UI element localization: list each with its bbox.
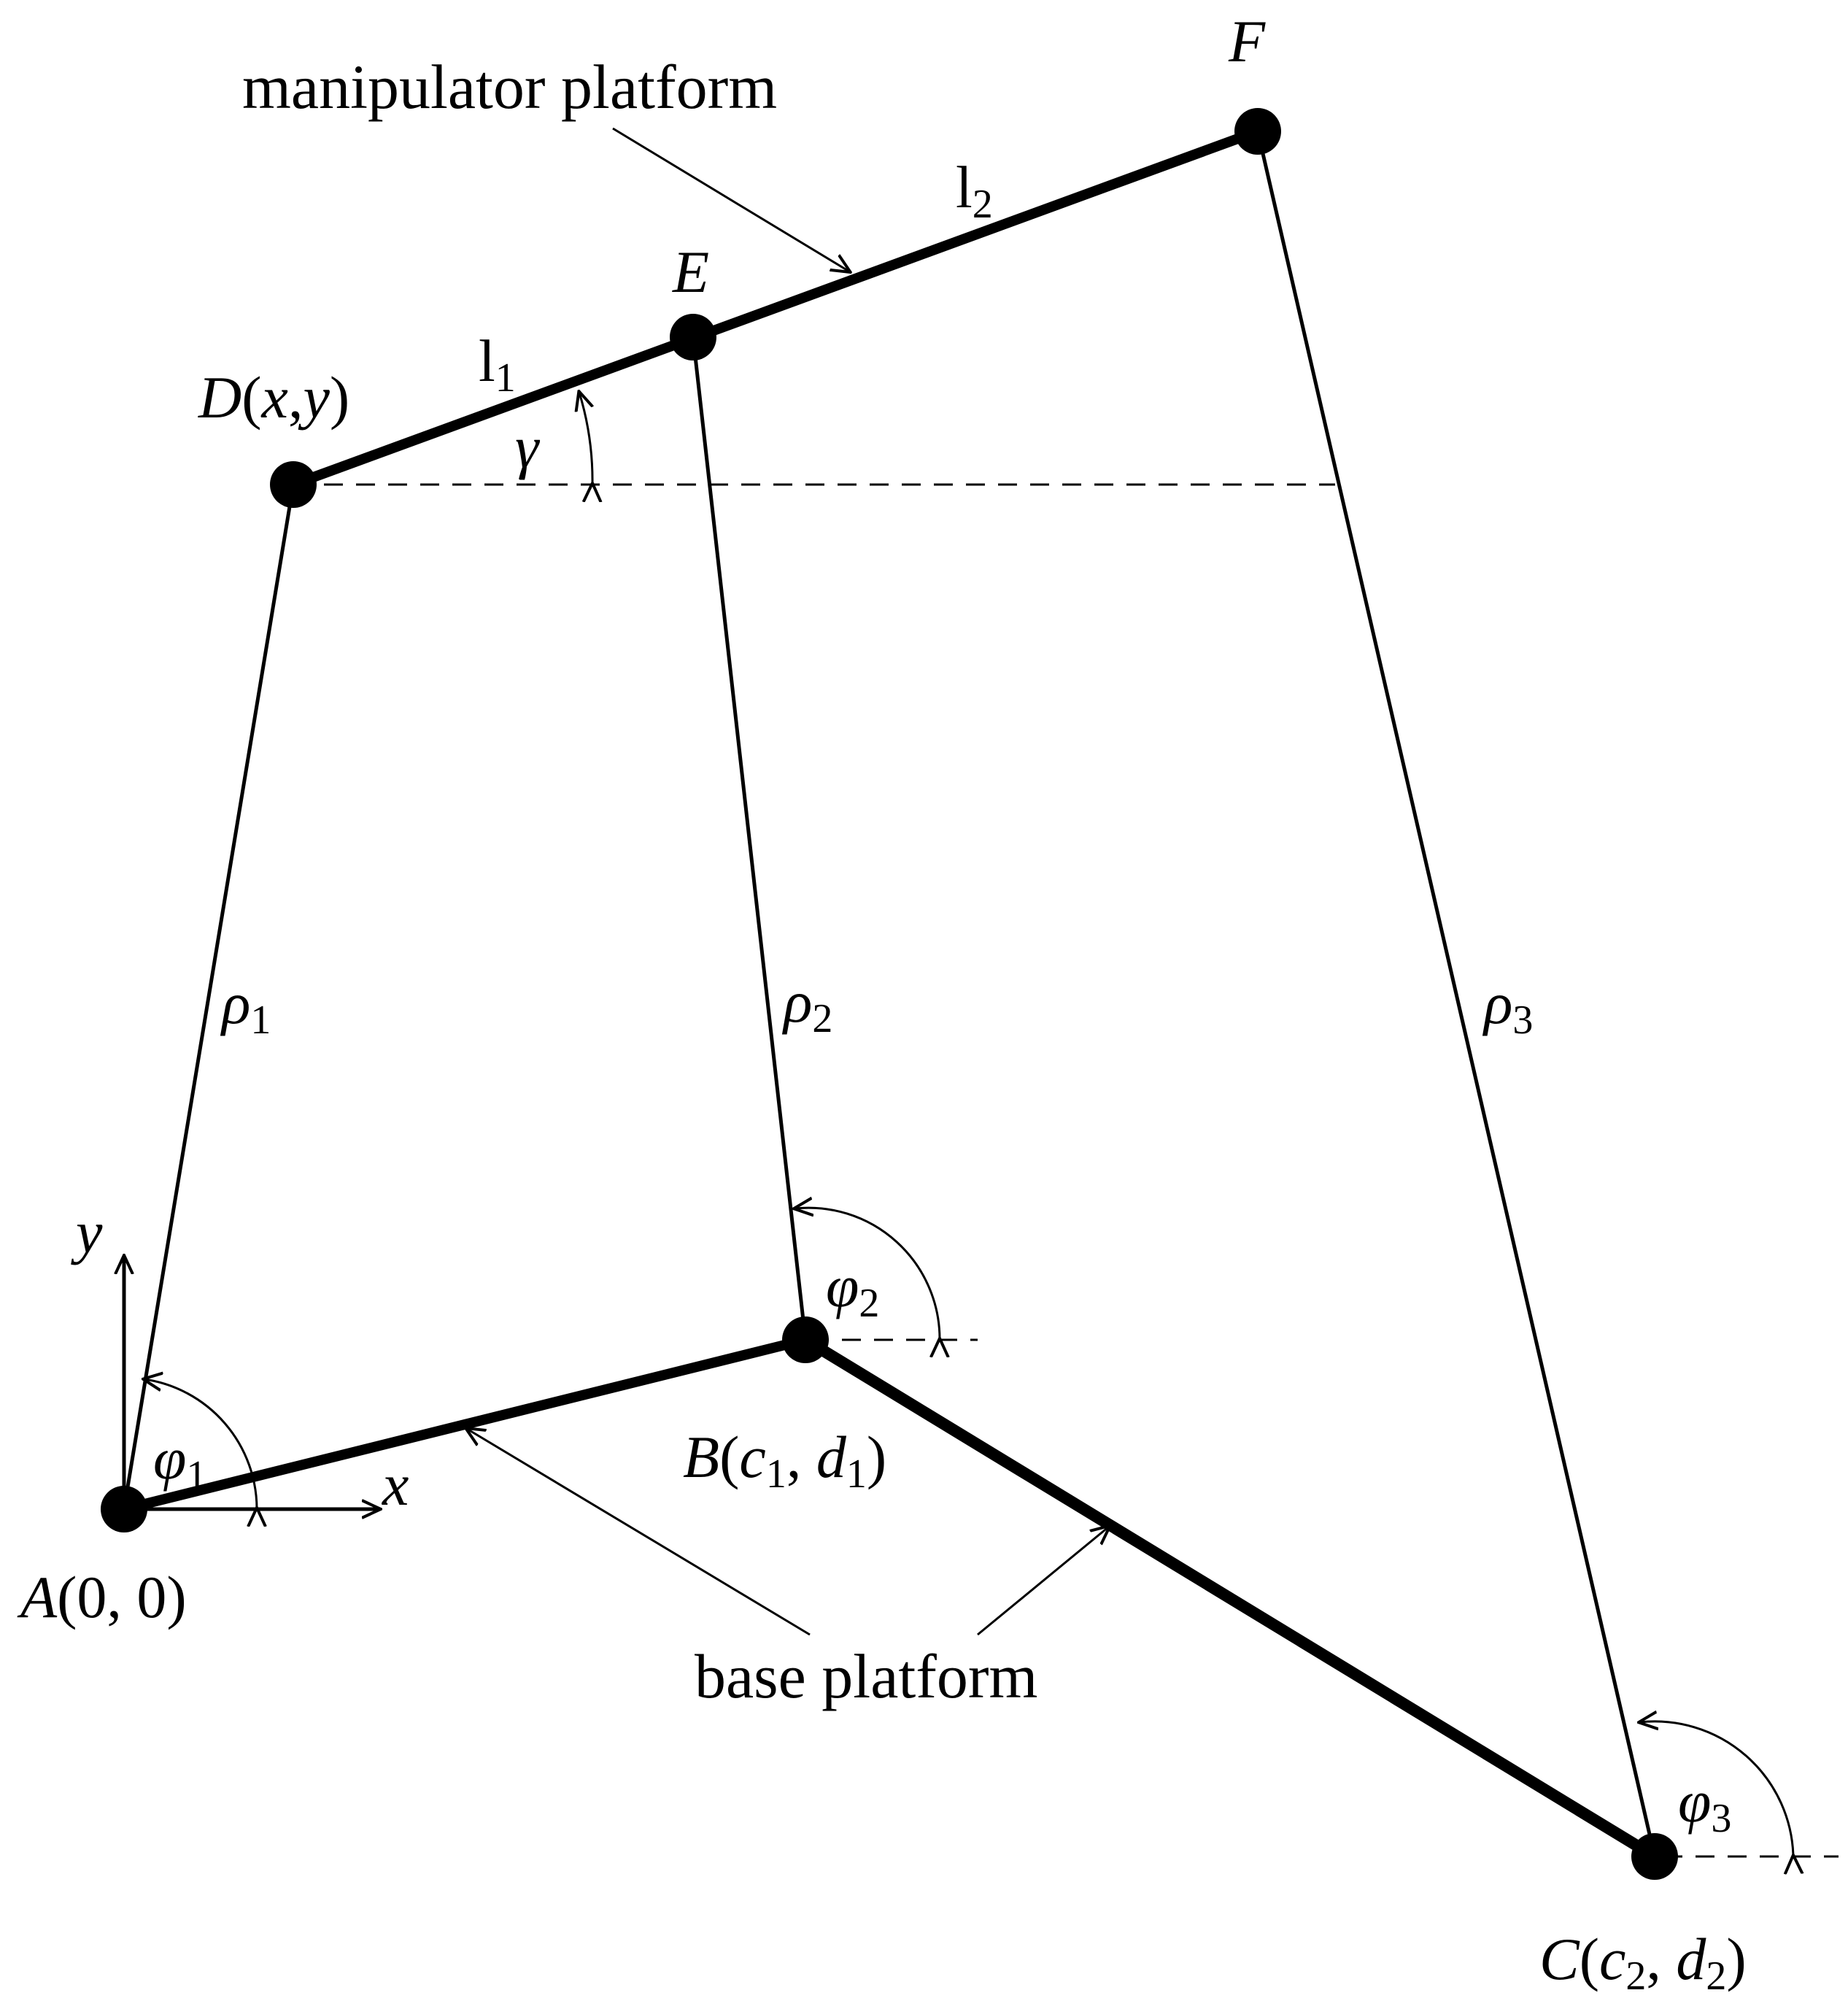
- label-point-d: D(x,y): [198, 364, 349, 431]
- annotation-manipulator-platform: manipulator platform: [242, 52, 777, 122]
- angle-arc-phi2: [795, 1208, 940, 1340]
- manipulator-platform-link: [291, 126, 1260, 490]
- label-rho1: ρ1: [220, 970, 271, 1043]
- label-phi3: φ3: [1678, 1768, 1731, 1841]
- label-axis-x: x: [382, 1451, 409, 1518]
- angle-arc-phi1: [144, 1379, 257, 1509]
- joint-f: [1234, 108, 1281, 155]
- label-point-b: B(c1, d1): [683, 1424, 886, 1497]
- pointer-base-right: [977, 1527, 1109, 1636]
- label-point-a: A(0, 0): [17, 1564, 187, 1630]
- label-rho3: ρ3: [1482, 970, 1533, 1043]
- joint-a: [101, 1486, 147, 1532]
- label-point-f: F: [1228, 8, 1266, 74]
- leg-rho2: [691, 336, 808, 1341]
- annotation-base-platform: base platform: [695, 1641, 1037, 1711]
- joint-b: [782, 1316, 829, 1363]
- pointer-base-left: [467, 1429, 811, 1636]
- label-l1: l1: [479, 328, 516, 401]
- label-axis-y: y: [71, 1199, 103, 1265]
- label-point-c: C(c2, d2): [1539, 1926, 1747, 1999]
- leg-rho3: [1256, 131, 1657, 1857]
- label-phi1: φ1: [153, 1425, 206, 1498]
- angle-arc-phi3: [1640, 1721, 1793, 1856]
- label-gamma: γ: [515, 414, 541, 480]
- base-platform-link-bc: [802, 1335, 1658, 1862]
- leg-rho1: [122, 484, 295, 1510]
- label-phi2: φ2: [826, 1253, 879, 1326]
- angle-arc-gamma: [579, 393, 592, 485]
- label-point-e: E: [672, 239, 709, 305]
- label-l2: l2: [956, 154, 993, 227]
- joint-c: [1631, 1833, 1678, 1880]
- joint-d: [270, 461, 317, 508]
- pointer-manipulator: [612, 127, 849, 271]
- label-rho2: ρ2: [781, 968, 832, 1041]
- joint-e: [670, 314, 716, 360]
